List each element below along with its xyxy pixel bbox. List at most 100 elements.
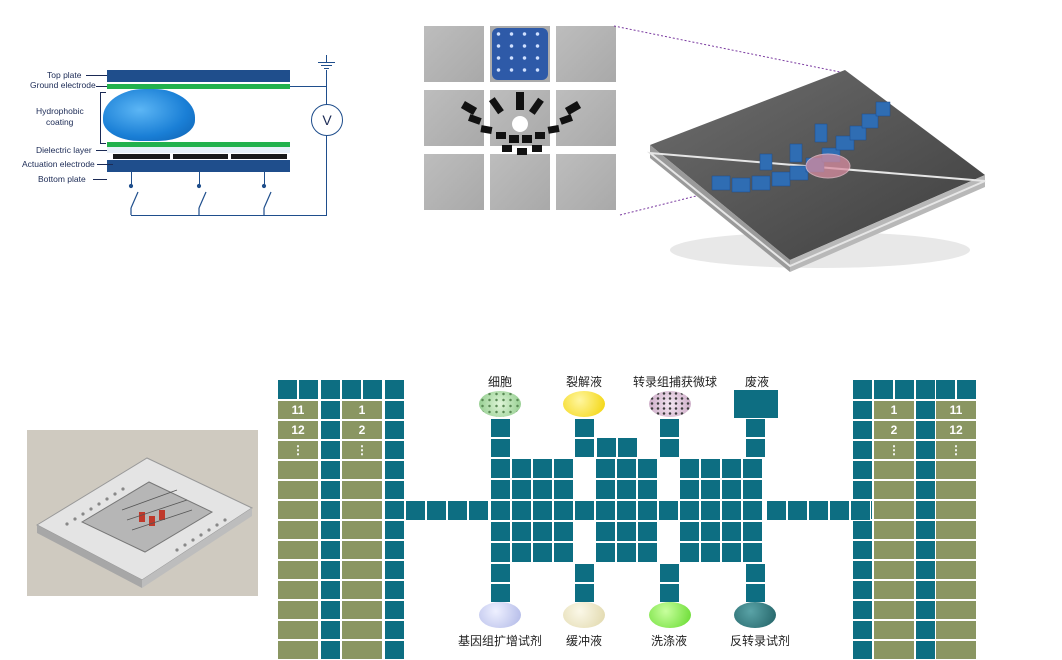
electrode-cell — [742, 521, 763, 542]
electrode-cell — [915, 640, 936, 660]
reservoir-cell — [935, 540, 977, 560]
electrode-cell — [721, 479, 742, 500]
bead-droplet-square — [492, 28, 548, 80]
electrode-cell — [852, 400, 873, 420]
label-capture-beads: 转录组捕获微球 — [632, 375, 717, 389]
electrode-cell — [616, 479, 637, 500]
electrode-cell — [320, 480, 341, 500]
electrode-cell — [596, 437, 617, 458]
label-top-plate: Top plate — [47, 70, 82, 80]
electrode-cell — [915, 520, 936, 540]
reservoir-cell — [935, 460, 977, 480]
electrode-cell — [320, 520, 341, 540]
res-right-outer-3: ⋮ — [935, 440, 977, 460]
label-genome-amp-reagent: 基因组扩增试剂 — [457, 634, 542, 648]
electrode-cell — [490, 479, 511, 500]
electrode-cell — [915, 580, 936, 600]
electrode-cell — [277, 379, 298, 400]
electrode-cell — [742, 479, 763, 500]
electrode-cell — [320, 440, 341, 460]
res-left-outer-1: 11 — [277, 400, 319, 420]
label-buffer: 缓冲液 — [565, 634, 602, 648]
tile-8 — [490, 154, 550, 210]
electrode-cell — [320, 540, 341, 560]
electrode-cell — [384, 500, 405, 520]
actuation-electrode-2 — [173, 154, 228, 159]
tile-9 — [556, 154, 616, 210]
electrode-cell — [532, 521, 553, 542]
electrode-cell — [679, 479, 700, 500]
electrode-cell — [553, 458, 574, 479]
reservoir-cell — [341, 500, 383, 520]
reservoir-cell — [277, 460, 319, 480]
voltmeter-label: V — [322, 112, 332, 128]
electrode-cell — [426, 500, 447, 521]
electrode-cell — [490, 458, 511, 479]
label-cells: 细胞 — [487, 375, 512, 389]
electrode-cell — [852, 480, 873, 500]
electrode-cell — [532, 542, 553, 563]
electrode-cell — [745, 583, 766, 603]
electrode-cell — [637, 479, 658, 500]
reservoir-cell — [277, 480, 319, 500]
electrode-cell — [721, 542, 742, 563]
electrode-cell — [915, 460, 936, 480]
electrode-cell — [490, 563, 511, 583]
electrode-cell — [490, 583, 511, 603]
reservoir-cell — [873, 620, 915, 640]
electrode-cell — [637, 521, 658, 542]
bracket-hydrophobic — [100, 92, 106, 144]
dielectric-layer — [107, 142, 290, 147]
electrode-cell — [490, 500, 511, 521]
electrode-cell — [700, 521, 721, 542]
electrode-cell — [490, 542, 511, 563]
electrode-cell — [384, 600, 405, 620]
electrode-cell — [511, 542, 532, 563]
reservoir-cell — [873, 580, 915, 600]
ground-electrode — [107, 84, 290, 89]
label-coating: coating — [46, 117, 74, 127]
reservoir-lysis — [563, 391, 605, 417]
arc-structures — [460, 92, 582, 155]
electrode-cell — [852, 540, 873, 560]
top-plate — [107, 70, 290, 82]
electrode-cell — [745, 563, 766, 583]
electrode-cell — [745, 418, 766, 438]
electrode-cell — [384, 420, 405, 440]
electrode-cell — [532, 458, 553, 479]
electrode-cell — [320, 560, 341, 580]
label-lysis-buffer: 裂解液 — [565, 375, 602, 389]
electrode-cell — [658, 500, 679, 521]
reservoir-cell — [935, 500, 977, 520]
electrode-cell — [574, 418, 595, 438]
reservoir-cell — [935, 520, 977, 540]
res-left-outer-3: ⋮ — [277, 440, 319, 460]
electrode-cell — [852, 460, 873, 480]
electrode-cell — [915, 560, 936, 580]
electrode-cell — [617, 437, 638, 458]
electrode-cell — [852, 580, 873, 600]
reservoir-cell — [935, 620, 977, 640]
electrode-cell — [742, 458, 763, 479]
reservoir-cell — [277, 580, 319, 600]
electrode-cell — [700, 479, 721, 500]
res-right-inner-3: ⋮ — [873, 440, 915, 460]
electrode-cell — [721, 458, 742, 479]
electrode-cell — [320, 379, 341, 400]
electrode-cell — [574, 563, 595, 583]
actuation-electrode-3 — [231, 154, 287, 159]
electrode-cell — [679, 458, 700, 479]
wire-bottom — [131, 215, 327, 216]
electrode-cell — [742, 542, 763, 563]
electrode-array-view — [420, 22, 620, 218]
electrode-cell — [490, 438, 511, 458]
reservoir-cell — [341, 620, 383, 640]
electrode-cell — [894, 379, 915, 400]
reservoir-cell — [873, 520, 915, 540]
electrode-cell — [637, 500, 658, 521]
electrode-cell — [915, 379, 936, 400]
res-left-inner-1: 1 — [341, 400, 383, 420]
switches — [128, 183, 272, 215]
res-left-outer-2: 12 — [277, 420, 319, 440]
tile-3 — [556, 26, 616, 82]
